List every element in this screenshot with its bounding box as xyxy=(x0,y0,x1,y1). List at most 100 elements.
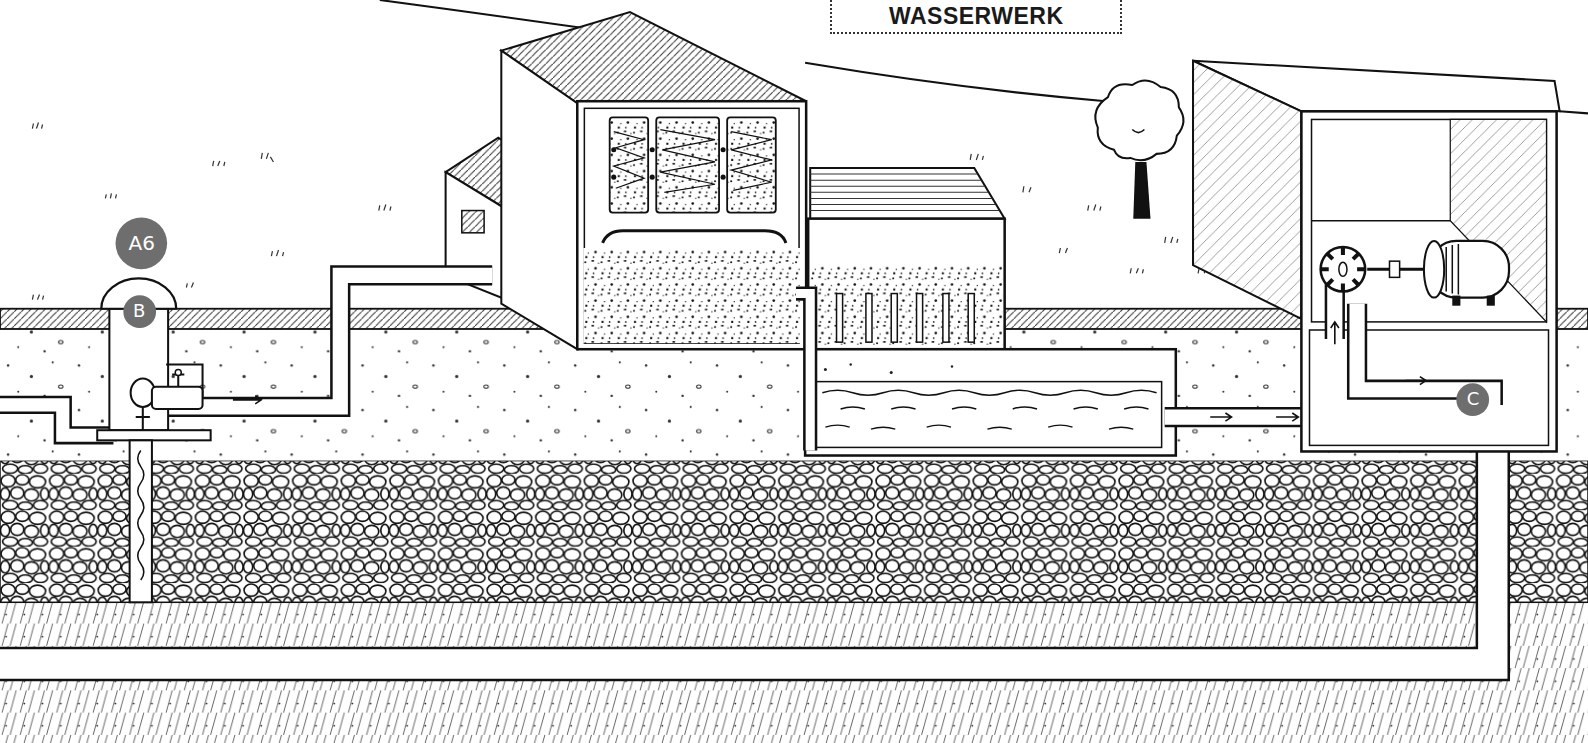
clear-water-tank xyxy=(805,349,1176,455)
filter-rivet xyxy=(721,147,726,152)
roof-lines xyxy=(810,174,999,210)
gravel-layer xyxy=(0,461,1588,603)
hill-line xyxy=(805,63,1106,101)
filter-scribble xyxy=(614,130,772,193)
flow-arrow xyxy=(1406,377,1426,385)
filter-rivet xyxy=(650,175,655,180)
impeller-blade xyxy=(1321,247,1366,292)
collector-plate xyxy=(603,231,786,243)
filter-rivet xyxy=(611,175,616,180)
grass-tuft xyxy=(32,122,42,128)
pump-body xyxy=(152,387,203,409)
room-floor-line xyxy=(1312,220,1451,222)
motor-foot xyxy=(1452,296,1460,306)
soil-speck xyxy=(890,371,893,374)
grass-tuft xyxy=(1165,237,1178,243)
well-tube xyxy=(130,440,152,602)
filter-rivet xyxy=(650,147,655,152)
water-pipe xyxy=(0,275,1335,450)
motor-fin xyxy=(1446,244,1458,295)
drain-pipe xyxy=(837,294,843,343)
filter-bed xyxy=(583,248,800,343)
tree xyxy=(1095,80,1183,218)
grass-tuft xyxy=(1023,186,1031,192)
filter-cartridge xyxy=(610,117,648,212)
grass-tuft xyxy=(970,154,983,160)
front-wall xyxy=(577,101,806,349)
side-wall xyxy=(1193,61,1301,319)
grass-tuft xyxy=(379,204,391,210)
callout-circle-fill xyxy=(1457,383,1490,416)
pump xyxy=(1321,247,1366,292)
flow-arrow xyxy=(1276,413,1298,421)
tree xyxy=(1132,130,1144,133)
flow-arrow xyxy=(1331,322,1339,344)
drain-pipe xyxy=(837,294,975,343)
pump xyxy=(1339,262,1347,276)
tree xyxy=(1095,80,1183,160)
roof xyxy=(810,168,1004,219)
well xyxy=(175,369,181,375)
pump xyxy=(1321,241,1509,306)
filter-house xyxy=(446,12,807,349)
water-wave xyxy=(822,390,1156,429)
drain-pipe xyxy=(917,294,923,343)
grass-tuft xyxy=(261,153,273,162)
grass-tuft xyxy=(32,295,43,300)
callout-circle-fill xyxy=(123,295,156,328)
soil-speck xyxy=(849,363,851,365)
soil-speck xyxy=(824,368,827,371)
filter-rivet xyxy=(611,147,725,179)
clear-water-tank xyxy=(805,349,1176,455)
filter-scribble xyxy=(731,132,772,191)
soil-speck xyxy=(951,365,953,367)
grass-tuft xyxy=(271,250,283,256)
water-pipe xyxy=(167,275,492,407)
callout-letter: B xyxy=(123,295,156,328)
clear-water-tank xyxy=(815,382,1161,448)
well xyxy=(97,278,210,602)
grass-tuft xyxy=(213,161,225,166)
machine-room xyxy=(1312,119,1547,321)
title-box: WASSERWERK xyxy=(830,0,1122,34)
hill-line xyxy=(1560,111,1588,113)
motor-fin xyxy=(1446,244,1458,295)
flow-arrow xyxy=(233,322,1426,421)
base-plate xyxy=(97,430,210,440)
water-pipe xyxy=(167,275,492,407)
grass-tuft xyxy=(1059,248,1067,253)
filter-scribble xyxy=(614,132,644,189)
gravel-bed xyxy=(810,265,1002,346)
side-wall xyxy=(501,51,577,350)
pump-house xyxy=(1193,61,1560,452)
motor-foot xyxy=(1487,296,1495,306)
filter-cartridge xyxy=(610,117,776,212)
reservoir-house xyxy=(808,168,1004,349)
roof-lines xyxy=(810,174,999,210)
water-wave xyxy=(825,425,1133,429)
callout-text: B xyxy=(133,302,145,321)
filter-scribble xyxy=(660,130,715,193)
callout-circle-fill xyxy=(116,217,168,269)
front-wall xyxy=(1301,111,1556,451)
drain-pipe xyxy=(968,294,974,343)
filter-rivet xyxy=(611,147,616,152)
riser xyxy=(136,407,150,430)
flow-arrow xyxy=(233,396,261,404)
soil-speck xyxy=(824,363,953,374)
drain-pipe xyxy=(943,294,949,343)
motor-face xyxy=(1424,241,1444,298)
grass-tuft xyxy=(1088,204,1101,210)
water-wave xyxy=(841,407,1149,409)
water-pipe xyxy=(796,294,810,451)
coupling xyxy=(1390,261,1400,277)
well-screen xyxy=(138,450,144,580)
drain-pipe xyxy=(891,294,897,343)
callout-number: A6 xyxy=(115,217,168,270)
front-wall xyxy=(808,219,1004,350)
flow-arrow xyxy=(1210,413,1231,421)
grass-tuft xyxy=(186,282,193,287)
